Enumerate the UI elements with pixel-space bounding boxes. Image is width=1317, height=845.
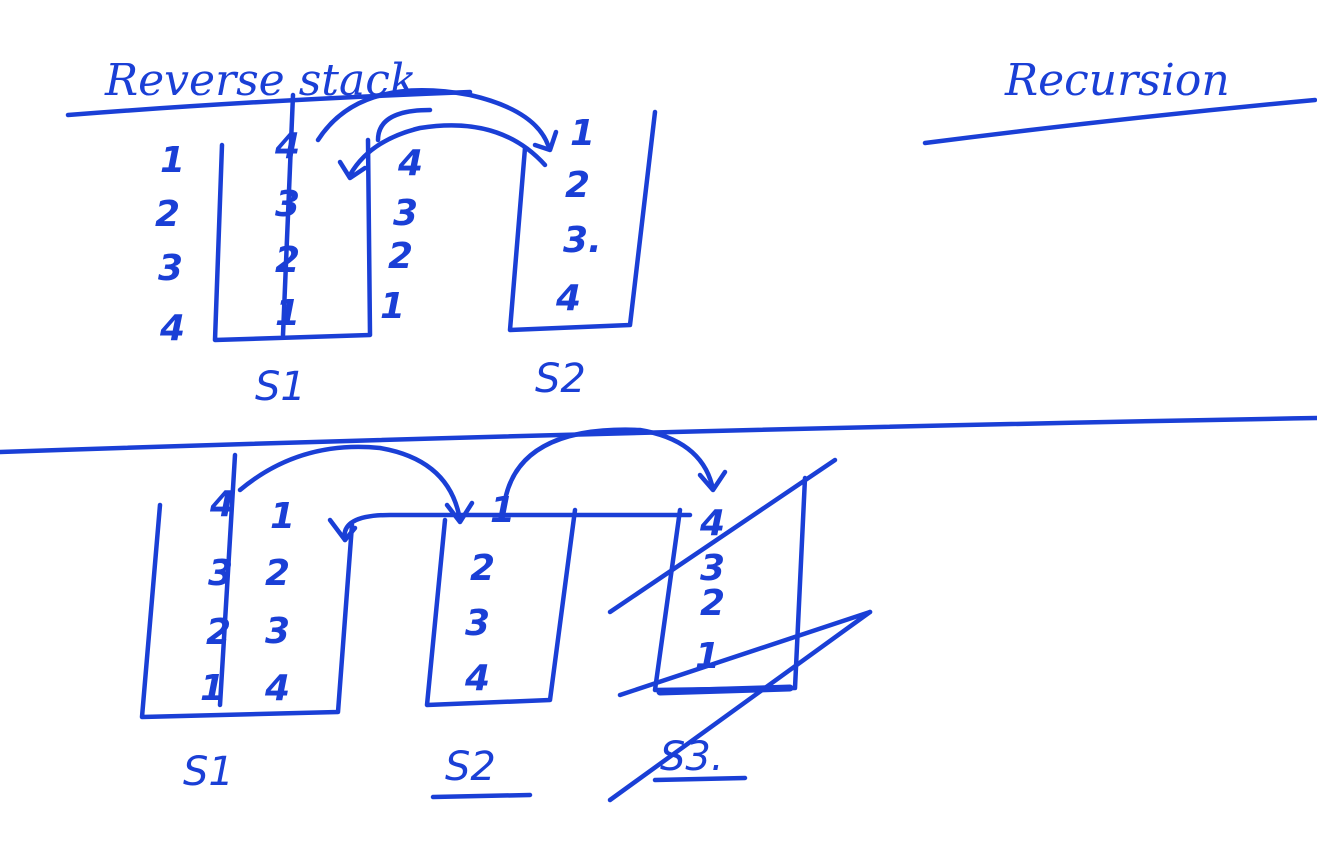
bottom-s3-base <box>656 684 794 696</box>
top-orig-item: 1 <box>160 140 185 181</box>
top-s2-item: 1 <box>570 113 595 154</box>
bottom-connector-bar <box>342 512 693 543</box>
top-middle-item: 2 <box>388 236 413 277</box>
bottom-s1-items: 1 2 3 4 <box>264 496 295 709</box>
s3-cross-line <box>607 457 838 615</box>
bottom-s2-item: 4 <box>464 658 490 699</box>
title-underline <box>65 89 473 118</box>
top-orig-item: 3 <box>158 248 183 289</box>
top-original-list: 1 2 3 4 <box>155 140 185 349</box>
bottom-s1-label: S1 <box>183 749 234 795</box>
top-s2-item: 3. <box>563 220 602 261</box>
bottom-s2-underline <box>430 792 533 800</box>
top-s2-items: 1 2 3. 4 <box>555 113 602 319</box>
bottom-s2-item: 2 <box>470 548 495 589</box>
bottom-connector-head <box>327 517 358 543</box>
bottom-s1-item: 2 <box>265 553 290 594</box>
top-s2-label: S2 <box>535 356 586 402</box>
top-arrow-lower-head <box>337 159 368 181</box>
top-middle-item: 4 <box>397 143 423 184</box>
top-orig-item: 4 <box>159 308 185 349</box>
s3-cross-line <box>607 609 873 803</box>
s3-cross-line <box>617 609 873 698</box>
bottom-s1-item: 1 <box>270 496 295 537</box>
top-arrow-upper <box>315 88 551 148</box>
bottom-s3-item: 3 <box>700 548 725 589</box>
top-arrow-lower <box>347 123 548 178</box>
bottom-s1-container <box>139 502 355 720</box>
top-s2-container <box>507 109 658 333</box>
top-arrow-upper-head <box>532 129 559 153</box>
bottom-s2-items: 1 2 3 4 <box>464 490 515 699</box>
bottom-s1-item: 3 <box>265 611 290 652</box>
top-middle-item: 1 <box>380 286 405 327</box>
top-s2-item: 4 <box>555 278 581 319</box>
bottom-arrow-left-head <box>444 500 475 525</box>
top-s1-item: 1 <box>275 293 300 334</box>
top-s1-label: S1 <box>255 364 306 410</box>
bottom-s3-items: 4 3 2 1 <box>695 503 725 677</box>
bottom-s3-item: 2 <box>700 583 725 624</box>
top-connector <box>375 107 433 143</box>
bottom-arrow-left <box>237 444 463 523</box>
bottom-arrow-right <box>502 427 715 503</box>
recursion-underline <box>922 97 1317 146</box>
top-middle-list: 4 3 2 1 <box>380 143 423 327</box>
bottom-s1-strike <box>217 452 238 708</box>
top-s1-item: 4 <box>274 126 300 167</box>
top-s1-strike <box>280 92 296 338</box>
bottom-s2-container <box>424 507 578 708</box>
top-s2-item: 2 <box>565 165 590 206</box>
bottom-s2-label: S2 <box>445 744 496 790</box>
bottom-arrow-right-head <box>697 469 728 493</box>
bottom-s2-item: 3 <box>465 603 490 644</box>
bottom-s2-item: 1 <box>490 490 515 531</box>
top-middle-item: 3 <box>393 193 418 234</box>
top-orig-item: 2 <box>155 194 180 235</box>
bottom-s3-label: S3. <box>660 734 724 780</box>
bottom-s1-item: 4 <box>264 668 290 709</box>
bottom-s3-underline <box>652 775 748 783</box>
top-s1-container <box>212 137 373 343</box>
title-recursion: Recursion <box>1004 55 1230 106</box>
